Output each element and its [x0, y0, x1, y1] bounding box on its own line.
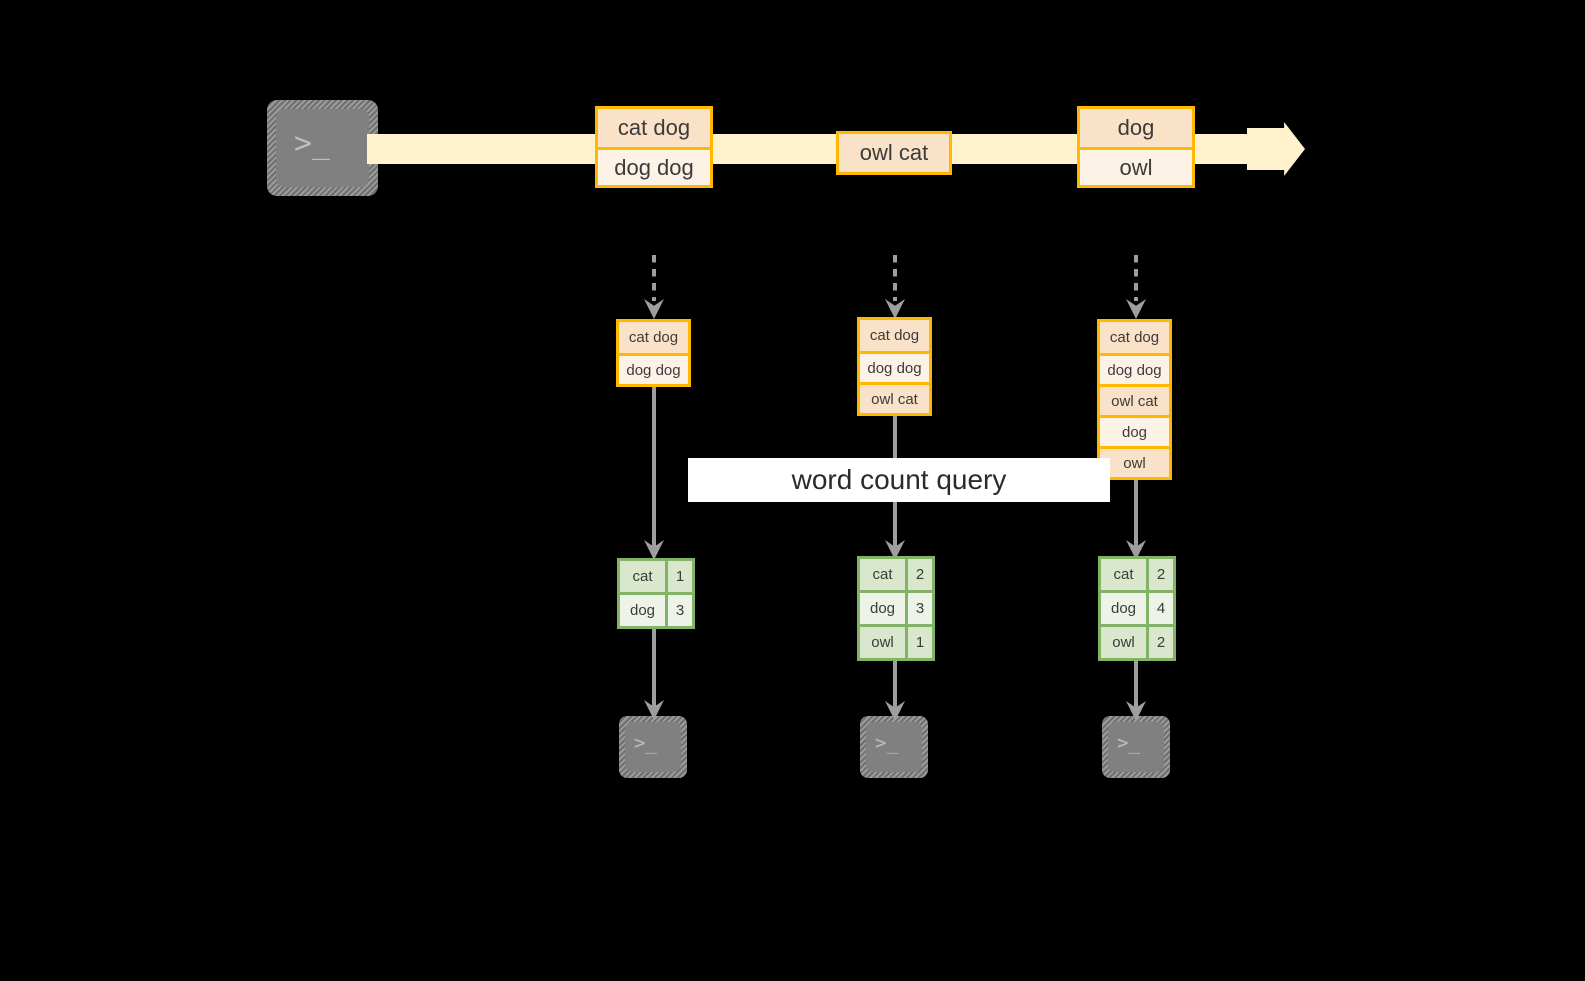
- snapshot-1-result-table[interactable]: cat 1 dog 3: [617, 558, 695, 629]
- record-row: dog dog: [1100, 353, 1169, 384]
- terminal-prompt-glyph: >_: [294, 126, 331, 161]
- terminal-screen: >_: [276, 109, 369, 187]
- table-row: cat 2: [860, 559, 932, 590]
- result-word: owl: [1101, 627, 1146, 658]
- record-row: owl cat: [860, 382, 929, 413]
- terminal-screen: >_: [866, 722, 922, 772]
- stream-record-2[interactable]: owl cat: [836, 131, 952, 175]
- result-word: dog: [860, 593, 905, 624]
- stream-record-3[interactable]: dog owl: [1077, 106, 1195, 188]
- table-row: dog 3: [860, 590, 932, 624]
- terminal-prompt-glyph: >_: [875, 732, 898, 754]
- record-row: dog dog: [619, 353, 688, 384]
- result-word: dog: [1101, 593, 1146, 624]
- result-count: 4: [1146, 593, 1173, 624]
- record-row: owl: [1080, 147, 1192, 185]
- result-count: 1: [905, 627, 932, 658]
- table-row: owl 1: [860, 624, 932, 658]
- terminal-prompt-glyph: >_: [634, 732, 657, 754]
- table-row: cat 2: [1101, 559, 1173, 590]
- result-word: dog: [620, 595, 665, 626]
- result-word: cat: [860, 559, 905, 590]
- table-row: dog 4: [1101, 590, 1173, 624]
- record-row: dog dog: [860, 351, 929, 382]
- result-count: 3: [905, 593, 932, 624]
- terminal-prompt-glyph: >_: [1117, 732, 1140, 754]
- table-row: owl 2: [1101, 624, 1173, 658]
- query-label: word count query: [688, 458, 1110, 502]
- record-row: owl cat: [839, 134, 949, 172]
- result-count: 1: [665, 561, 692, 592]
- result-count: 2: [1146, 559, 1173, 590]
- result-word: owl: [860, 627, 905, 658]
- table-row: dog 3: [620, 592, 692, 626]
- snapshot-1-input-box[interactable]: cat dog dog dog: [616, 319, 691, 387]
- record-row: dog dog: [598, 147, 710, 185]
- record-row: cat dog: [860, 320, 929, 351]
- terminal-screen: >_: [625, 722, 681, 772]
- snapshot-3-input-box[interactable]: cat dog dog dog owl cat dog owl: [1097, 319, 1172, 480]
- stream-record-1[interactable]: cat dog dog dog: [595, 106, 713, 188]
- snapshot-3-result-table[interactable]: cat 2 dog 4 owl 2: [1098, 556, 1176, 661]
- record-row: owl cat: [1100, 384, 1169, 415]
- source-terminal-icon[interactable]: >_: [267, 100, 378, 196]
- result-word: cat: [1101, 559, 1146, 590]
- result-count: 3: [665, 595, 692, 626]
- terminal-screen: >_: [1108, 722, 1164, 772]
- record-row: cat dog: [1100, 322, 1169, 353]
- result-count: 2: [1146, 627, 1173, 658]
- sink-terminal-icon-3[interactable]: >_: [1102, 716, 1170, 778]
- snapshot-2-result-table[interactable]: cat 2 dog 3 owl 1: [857, 556, 935, 661]
- record-row: dog: [1080, 109, 1192, 147]
- record-row: owl: [1100, 446, 1169, 477]
- stream-arrow-head-icon: [1247, 122, 1305, 176]
- sink-terminal-icon-1[interactable]: >_: [619, 716, 687, 778]
- result-word: cat: [620, 561, 665, 592]
- record-row: cat dog: [619, 322, 688, 353]
- sink-terminal-icon-2[interactable]: >_: [860, 716, 928, 778]
- table-row: cat 1: [620, 561, 692, 592]
- record-row: dog: [1100, 415, 1169, 446]
- record-row: cat dog: [598, 109, 710, 147]
- snapshot-2-input-box[interactable]: cat dog dog dog owl cat: [857, 317, 932, 416]
- result-count: 2: [905, 559, 932, 590]
